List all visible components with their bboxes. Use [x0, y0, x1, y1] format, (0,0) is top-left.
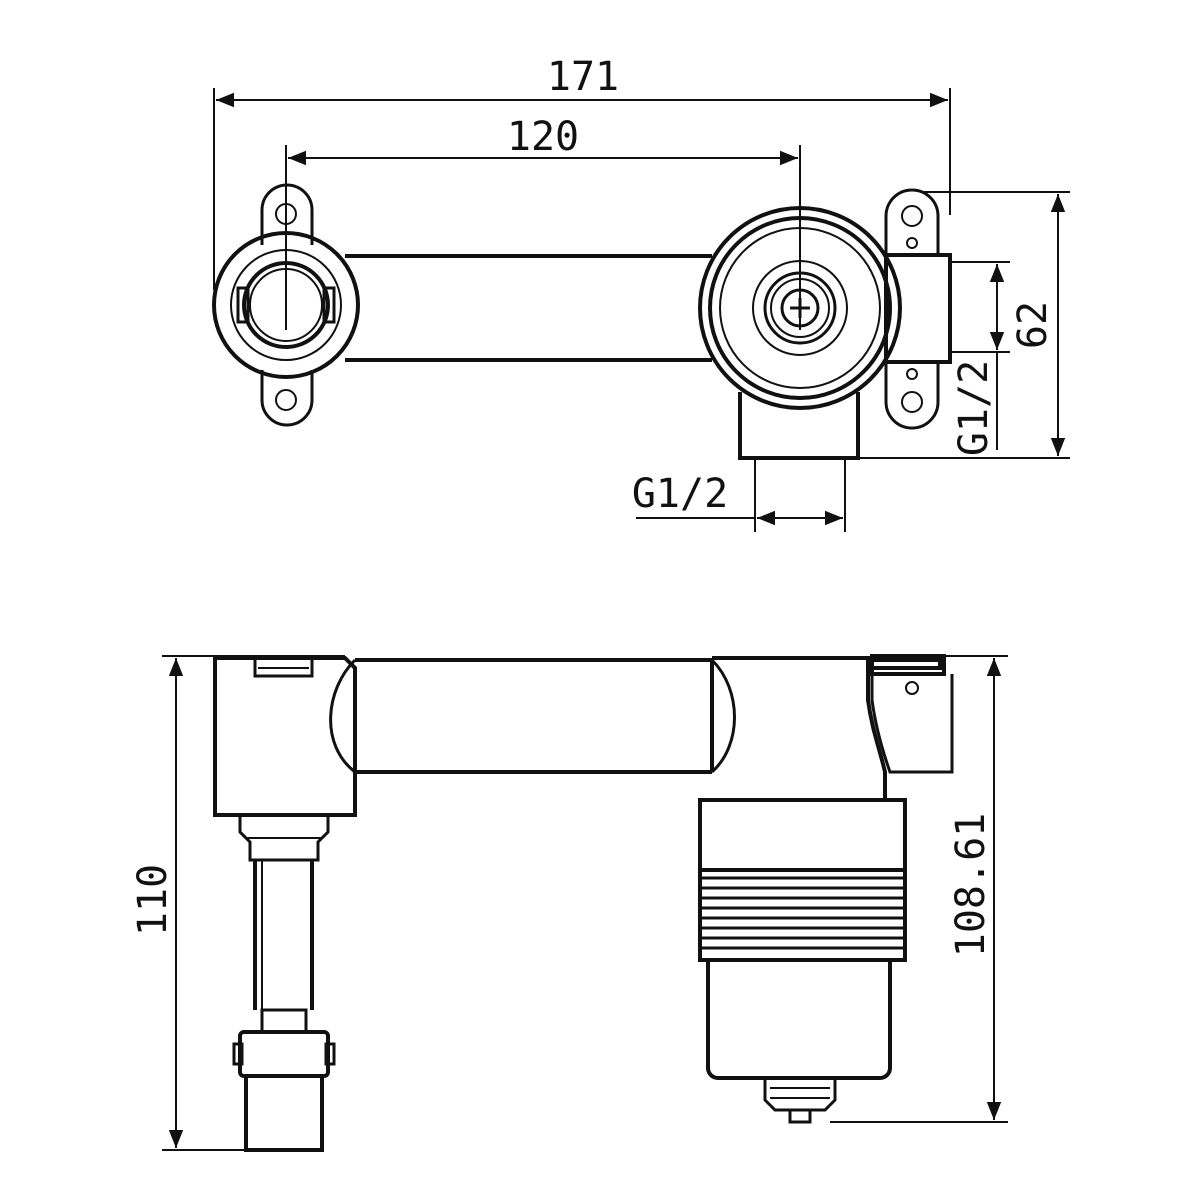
- dim-62-label: 62: [1010, 301, 1056, 349]
- left-body-block: [213, 656, 357, 817]
- left-supply-pipe: [232, 815, 336, 1152]
- side-view: 110 108.61: [130, 654, 1008, 1152]
- dim-120-label: 120: [507, 114, 579, 160]
- dimension-108-61: 108.61: [830, 655, 1008, 1123]
- connecting-pipe-top: [345, 254, 712, 362]
- dimension-62: 62: [858, 191, 1070, 459]
- dim-171-label: 171: [547, 54, 619, 100]
- thread-right-label: G1/2: [951, 360, 997, 456]
- bottom-outlet: G1/2: [632, 392, 860, 532]
- dimension-120: 120: [285, 114, 801, 330]
- thread-bottom-label: G1/2: [632, 471, 728, 517]
- dimension-171: 171: [213, 54, 951, 290]
- left-mounting-flange: [260, 183, 314, 427]
- dim-110-label: 110: [130, 864, 176, 936]
- right-mounting-flange: [884, 188, 952, 430]
- left-inlet-ring: [212, 231, 360, 379]
- top-view: 171 120: [212, 54, 1070, 532]
- cartridge-threads: [700, 876, 905, 950]
- right-valve-body: [698, 206, 902, 410]
- thread-right: G1/2: [950, 261, 1010, 456]
- connecting-pipe-side: [329, 658, 736, 774]
- right-cartridge: [698, 798, 907, 1124]
- right-valve-body-side: [710, 654, 954, 800]
- dim-108-61-label: 108.61: [948, 813, 994, 958]
